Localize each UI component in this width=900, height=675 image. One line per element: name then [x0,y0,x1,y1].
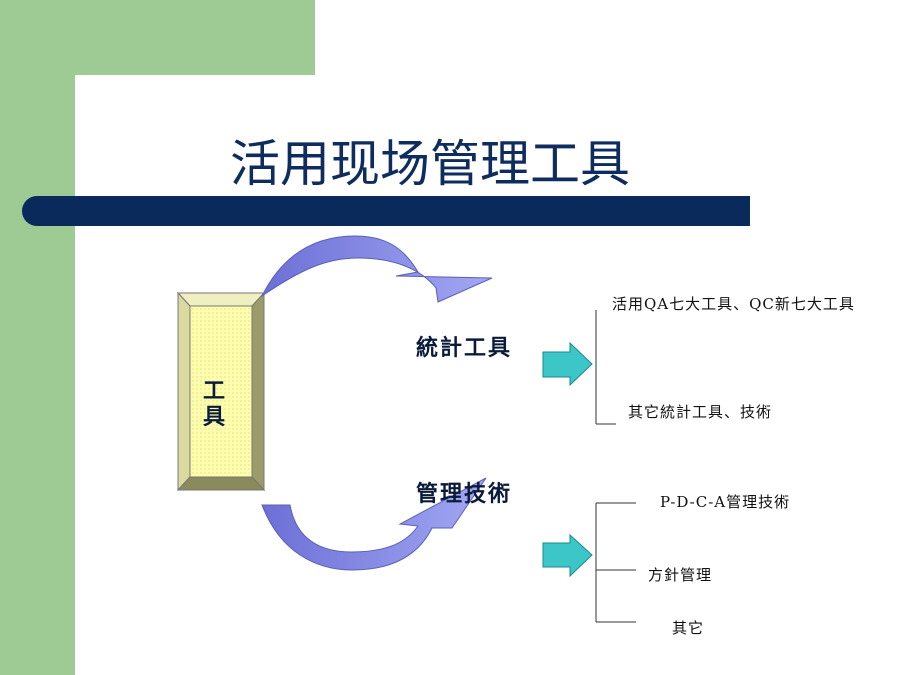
left-green-band [0,0,75,675]
block-arrow-management [542,533,593,578]
category-management-techniques: 管理技術 [416,481,513,507]
tools-box-label: 工 具 [188,378,240,430]
tools-box [176,291,266,492]
top-green-block [0,0,315,75]
bracket-management [595,502,636,623]
item-pdca: P-D-C-A管理技術 [660,493,791,511]
item-policy-management: 方針管理 [648,566,713,584]
block-arrow-stats [542,341,593,387]
bracket-stats [595,310,616,425]
slide-title: 活用现场管理工具 [230,135,630,193]
bottom-curved-arrow [261,477,487,571]
tools-box-char-1: 工 [202,378,225,404]
item-other: 其它 [672,619,705,637]
tools-box-char-2: 具 [202,404,225,430]
top-curved-arrow [260,235,493,303]
title-underline-bar [22,196,750,226]
category-statistics-tools: 統計工具 [416,335,513,361]
item-other-statistics: 其它統計工具、技術 [628,403,773,421]
item-qa-qc-tools: 活用QA七大工具、QC新七大工具 [612,295,855,313]
